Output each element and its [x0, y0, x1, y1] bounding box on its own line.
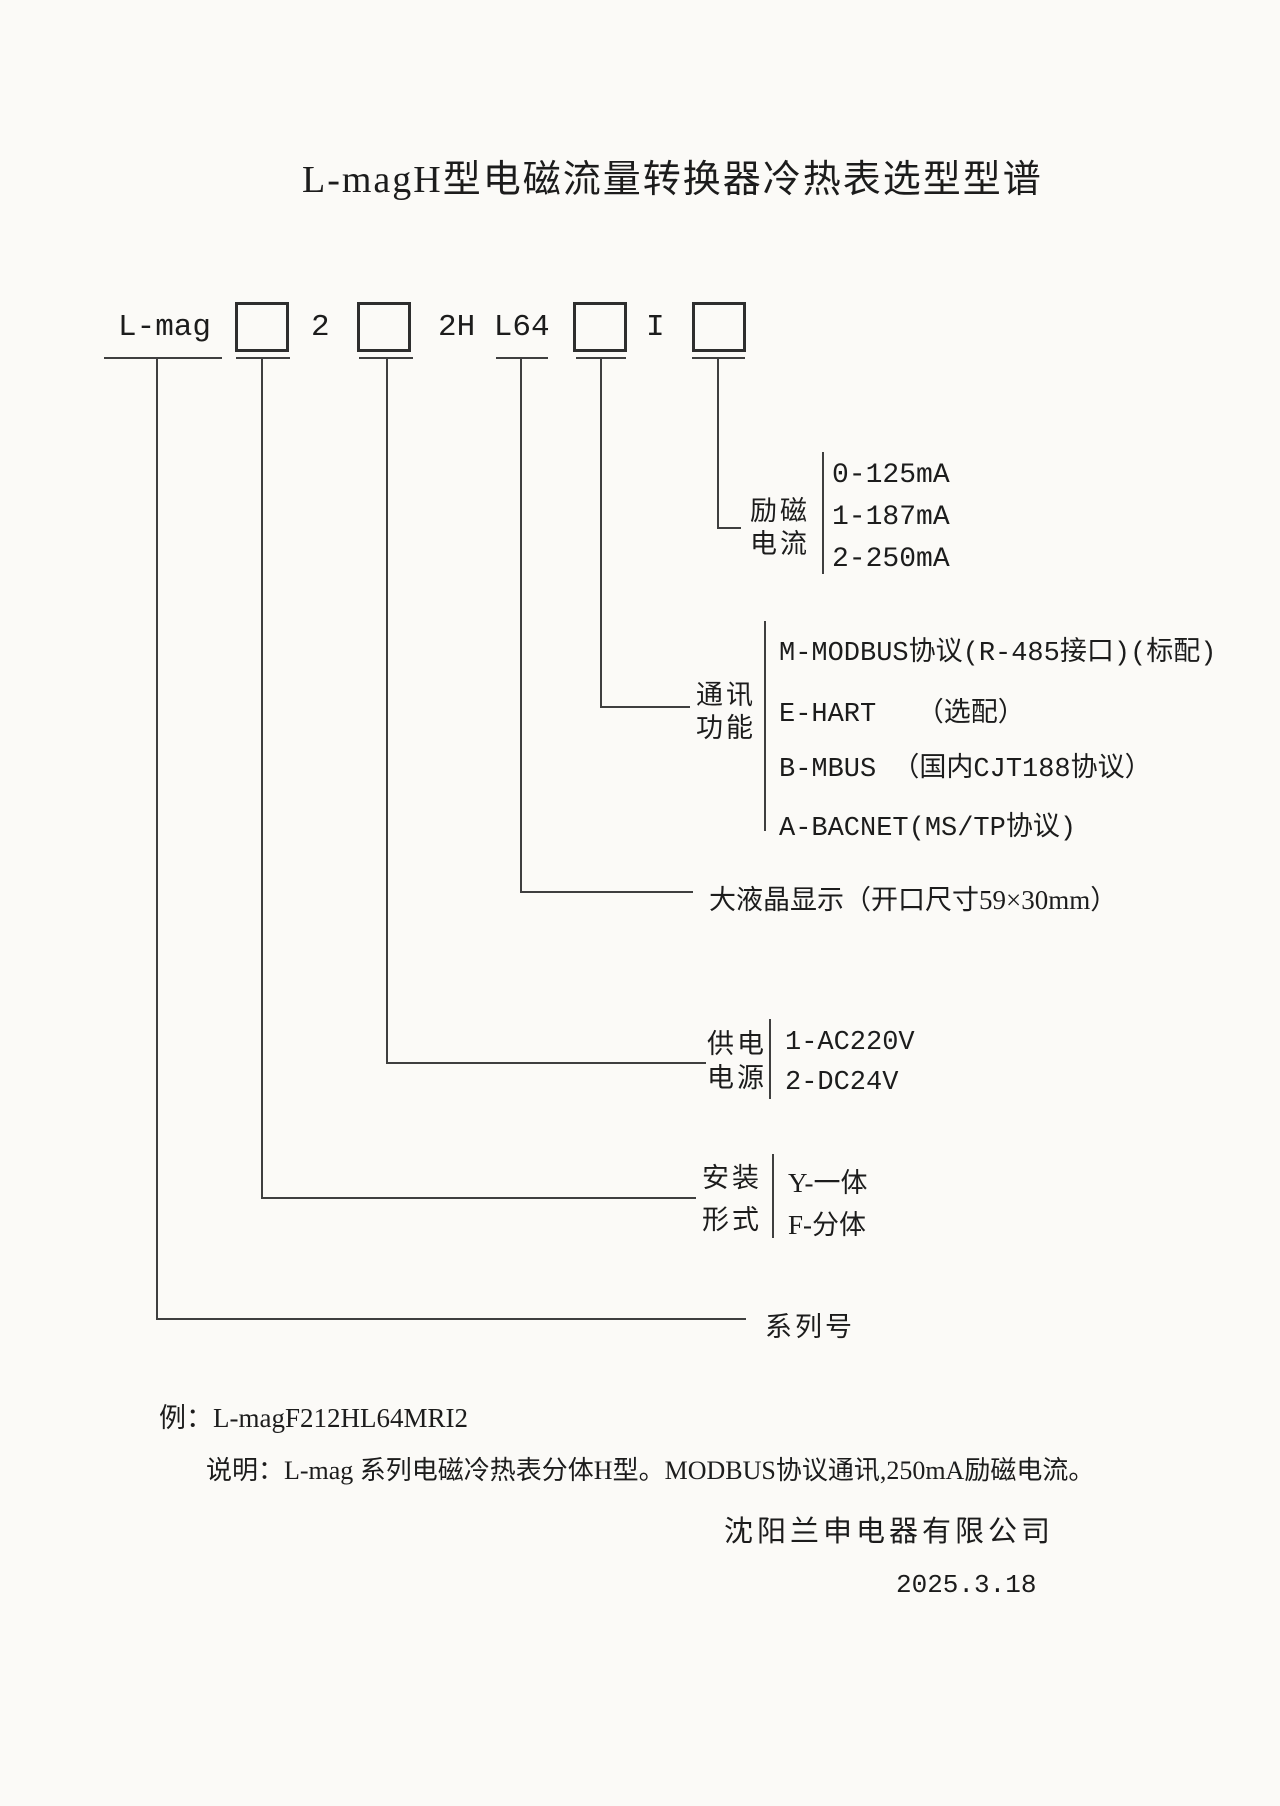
excitation-option: 0-125mA — [832, 460, 950, 491]
mounting-label-line2: 形式 — [702, 1205, 762, 1235]
mounting-label: 安装 形式 — [702, 1157, 762, 1241]
connector-elbow-communication — [600, 706, 690, 708]
communication-option: B-MBUS （国内CJT188协议） — [779, 755, 1152, 785]
model-code-box-4 — [692, 302, 746, 352]
connector-vertical-power — [386, 357, 388, 1064]
power-divider — [769, 1019, 771, 1099]
communication-option: E-HART （选配） — [779, 700, 1025, 730]
power-option: 1-AC220V — [785, 1028, 915, 1058]
model-code-box-2 — [357, 302, 411, 352]
connector-elbow-display — [520, 891, 693, 893]
communication-option: M-MODBUS协议(R-485接口)(标配) — [779, 639, 1217, 669]
mounting-option: Y-一体 — [788, 1168, 868, 1198]
mounting-divider — [772, 1154, 774, 1238]
model-code-seg4: I — [646, 310, 665, 345]
model-code-prefix: L-mag — [118, 310, 212, 345]
connector-elbow-mounting — [261, 1197, 696, 1199]
excitation-option: 2-250mA — [832, 544, 950, 575]
series-branch-text: 系列号 — [765, 1312, 855, 1342]
connector-elbow-series — [156, 1318, 746, 1320]
communication-divider — [764, 621, 766, 831]
power-label-line2: 电源 — [707, 1063, 767, 1093]
communication-option: A-BACNET(MS/TP协议) — [779, 814, 1077, 844]
display-branch-text: 大液晶显示（开口尺寸59×30mm） — [709, 885, 1118, 915]
example-code: 例：L-magF212HL64MRI2 — [159, 1403, 468, 1433]
excitation-label: 励磁 电流 — [750, 495, 810, 561]
connector-vertical-excitation — [717, 357, 719, 529]
communication-label-line1: 通讯 — [696, 680, 756, 710]
excitation-option: 1-187mA — [832, 502, 950, 533]
mounting-option: F-分体 — [788, 1210, 867, 1240]
document-date: 2025.3.18 — [896, 1570, 1037, 1600]
connector-vertical-communication — [600, 357, 602, 708]
connector-vertical-mounting — [261, 357, 263, 1199]
communication-label: 通讯 功能 — [696, 679, 756, 745]
excitation-divider — [822, 452, 824, 574]
model-code-seg2: 2 — [311, 310, 330, 345]
mounting-label-line1: 安装 — [702, 1163, 762, 1193]
underline-seg3 — [496, 357, 548, 359]
underline-prefix — [104, 357, 222, 359]
underline-box-1 — [236, 357, 290, 359]
connector-vertical-series — [156, 357, 158, 1320]
model-code-seg3: 2H L64 — [438, 310, 550, 345]
page-title: L-magH型电磁流量转换器冷热表选型型谱 — [302, 159, 1043, 201]
excitation-label-line2: 电流 — [750, 529, 810, 559]
power-option: 2-DC24V — [785, 1068, 899, 1098]
model-code-box-3 — [573, 302, 627, 352]
excitation-label-line1: 励磁 — [750, 496, 810, 526]
company-name: 沈阳兰申电器有限公司 — [724, 1516, 1055, 1548]
connector-elbow-excitation — [717, 527, 741, 529]
power-label-line1: 供电 — [707, 1029, 767, 1059]
communication-label-line2: 功能 — [696, 713, 756, 743]
connector-vertical-display — [520, 357, 522, 893]
connector-elbow-power — [386, 1062, 706, 1064]
description-note: 说明：L-mag 系列电磁冷热表分体H型。MODBUS协议通讯,250mA励磁电… — [206, 1456, 1095, 1485]
power-label: 供电 电源 — [707, 1027, 767, 1095]
model-code-box-1 — [235, 302, 289, 352]
